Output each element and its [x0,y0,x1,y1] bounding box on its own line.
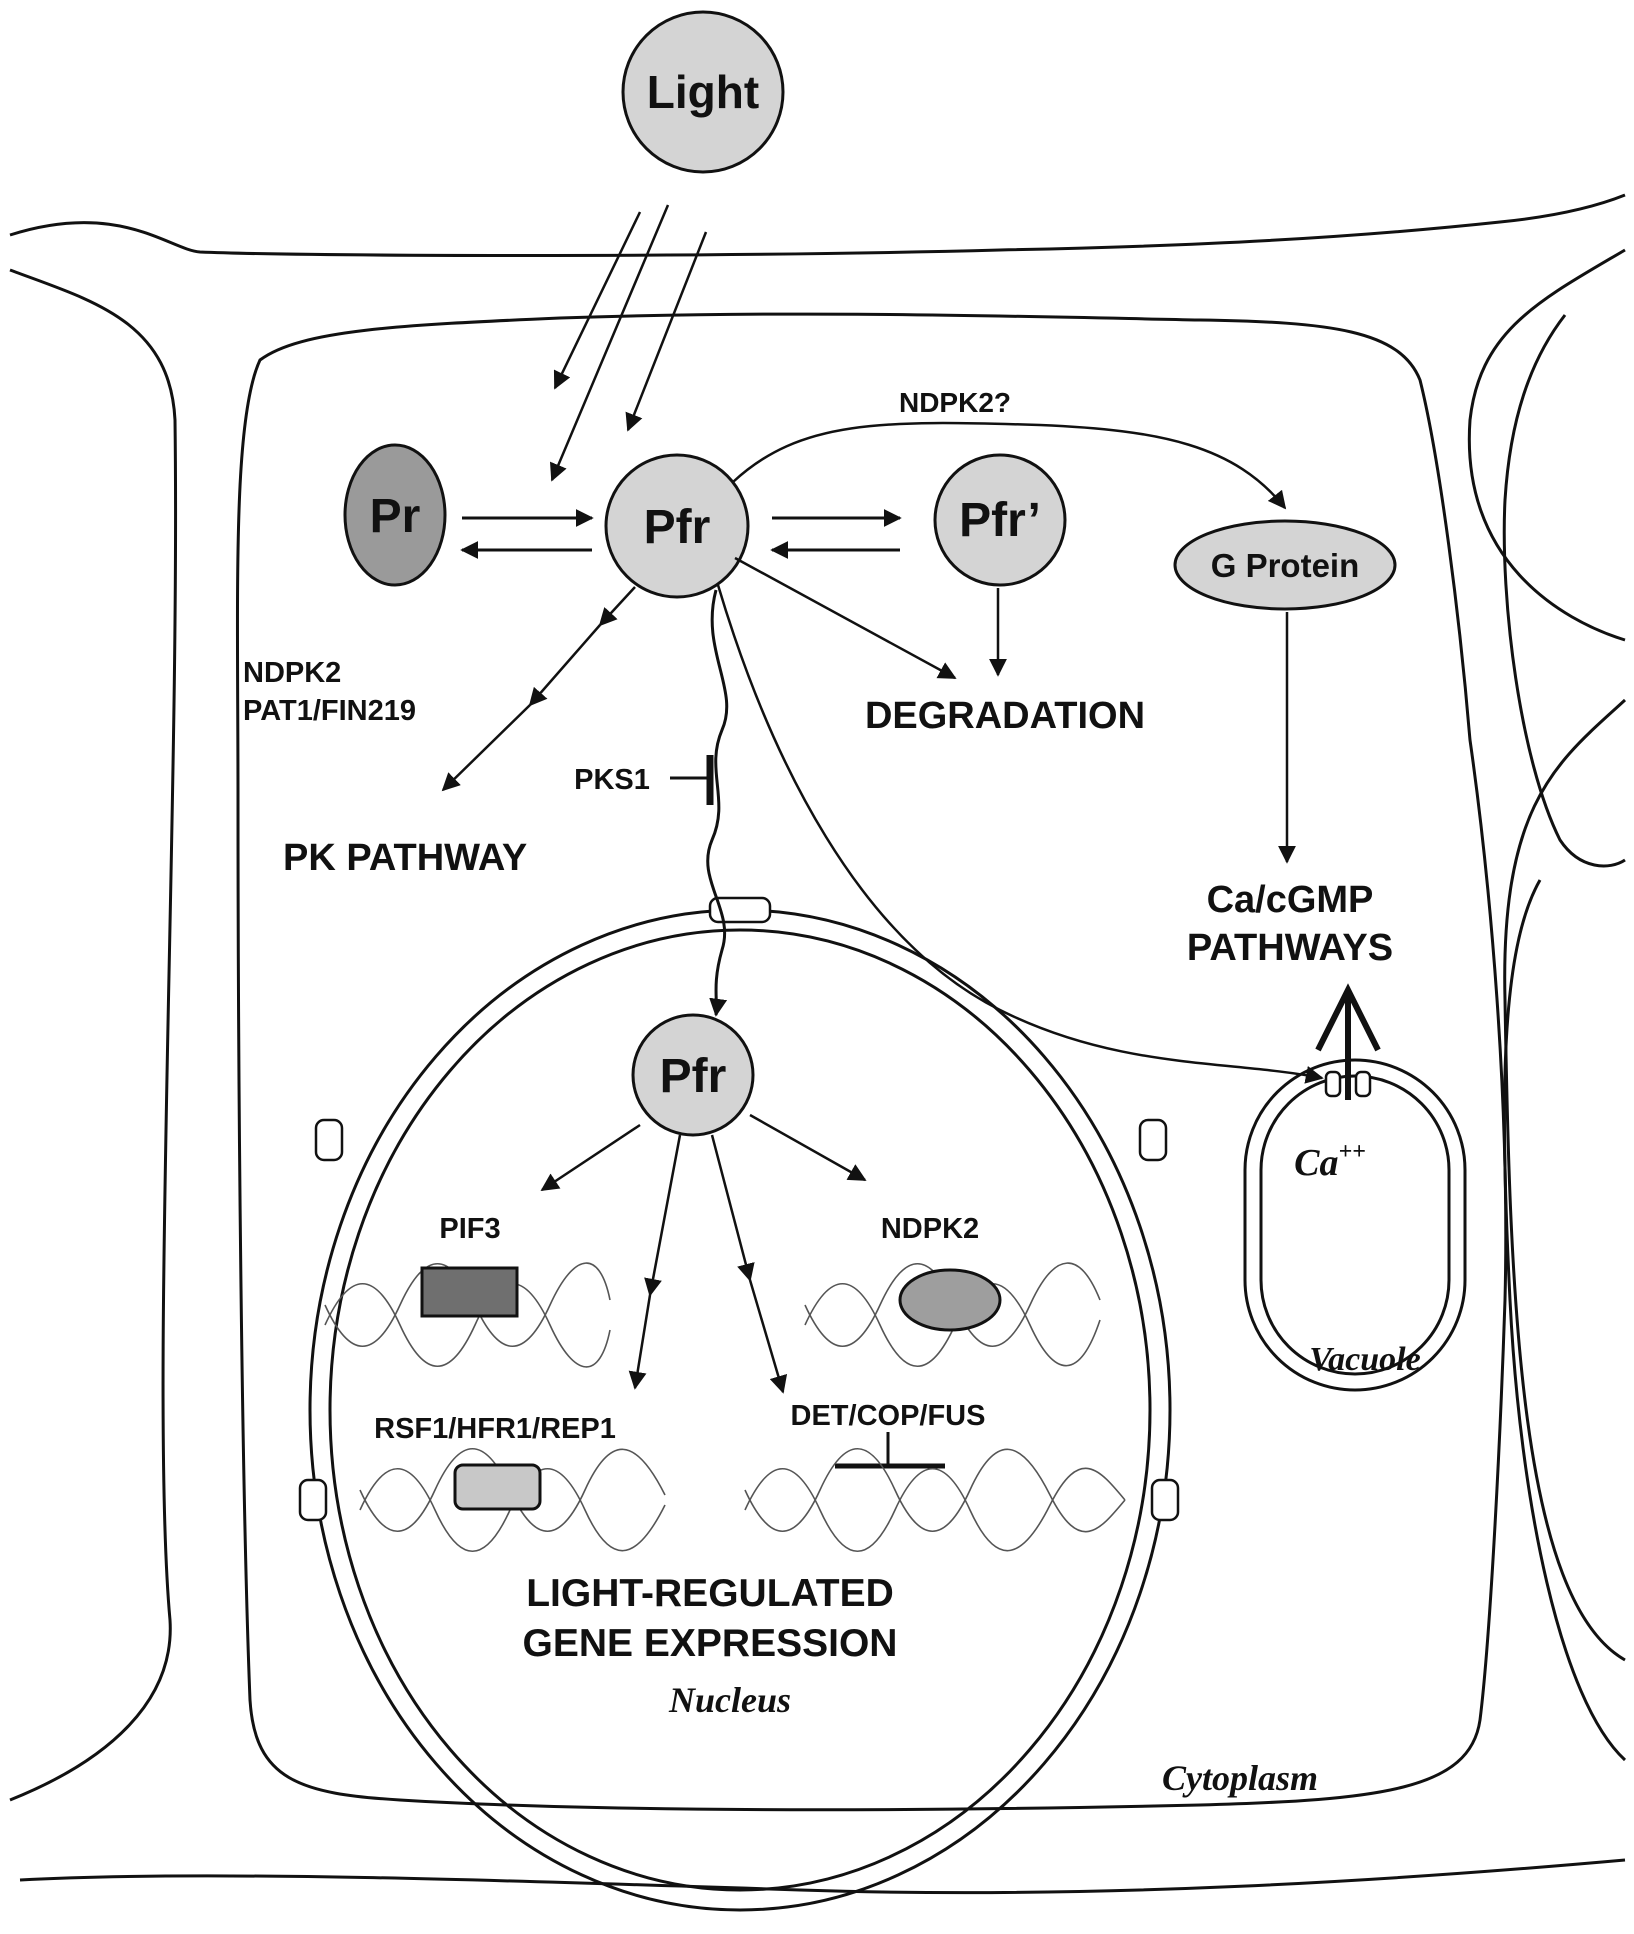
pfr-prime-node: Pfr’ [933,453,1067,587]
pfr-prime-label: Pfr’ [959,494,1041,547]
pfr-nucleus-label: Pfr [660,1050,727,1103]
cell-membrane [235,312,1508,1812]
pif3-gene-module: PIF3 [324,1213,611,1368]
ndpk2-oval [898,1268,1002,1332]
pr-pfr-equilibrium [460,509,594,559]
calcium-channel [1324,1070,1372,1098]
light-label: Light [647,66,759,118]
ca-pathways-line2: PATHWAYS [1187,927,1393,969]
light-regulated-line1: LIGHT-REGULATED [526,1572,894,1615]
det-cop-fus-module: DET/COP/FUS [744,1400,1126,1552]
g-protein-node: G Protein [1173,519,1397,611]
pif3-label: PIF3 [439,1213,500,1245]
pr-node: Pr [343,443,447,587]
pfr-to-channel-arrow [716,584,1324,1084]
nuclear-arrows [540,1113,867,1394]
nucleus-envelope [298,896,1180,1912]
ndpk2-label-line1: NDPK2 [243,657,341,689]
vacuole [1243,1058,1467,1392]
nucleus-label: Nucleus [668,1680,791,1720]
pk-pathway-label: PK PATHWAY [283,837,527,879]
ndpk2-nucleus-label: NDPK2 [881,1213,979,1245]
ca-release-arrow [1315,983,1381,1100]
pif3-box [420,1266,519,1318]
pfr-label: Pfr [644,501,711,554]
rsf1-box [453,1463,542,1511]
neighbor-cell-walls [9,193,1627,1895]
rsf1-label: RSF1/HFR1/REP1 [374,1413,616,1445]
pr-label: Pr [370,490,421,543]
neighbor-cell-right [1502,314,1627,1762]
rsf1-gene-module: RSF1/HFR1/REP1 [359,1413,666,1552]
ndpk2-question-label: NDPK2? [899,387,1011,418]
ca-ion-label: Ca++ [1294,1139,1366,1184]
pfr-to-gprotein-arrow: NDPK2? [732,387,1287,510]
light-regulated-line2: GENE EXPRESSION [523,1622,898,1665]
ndpk2-gene-module: NDPK2 [804,1213,1101,1367]
pfr-nuclear-import: PKS1 [574,589,729,1017]
pfr-pfrprime-equilibrium [770,509,902,559]
pfr-nucleus-node: Pfr [631,1013,755,1137]
degradation-arrows: DEGRADATION [734,556,1145,737]
pfr-node: Pfr [604,453,750,599]
ca-pathways-label: Ca/cGMP PATHWAYS [1187,879,1393,969]
ca-pathways-line1: Ca/cGMP [1207,879,1374,921]
vacuole-label: Vacuole [1309,1341,1420,1378]
degradation-label: DEGRADATION [865,695,1145,737]
light-node: Light [621,10,785,174]
pks1-label: PKS1 [574,764,650,796]
pk-pathway-arrow: NDPK2 PAT1/FIN219 PK PATHWAY [243,586,636,879]
cytoplasm-label: Cytoplasm [1162,1758,1318,1798]
light-rays [550,204,708,482]
det-cop-fus-label: DET/COP/FUS [791,1400,986,1432]
ndpk2-label-line2: PAT1/FIN219 [243,695,416,727]
light-regulated-gene-expression: LIGHT-REGULATED GENE EXPRESSION [523,1572,898,1665]
g-protein-label: G Protein [1211,547,1360,584]
